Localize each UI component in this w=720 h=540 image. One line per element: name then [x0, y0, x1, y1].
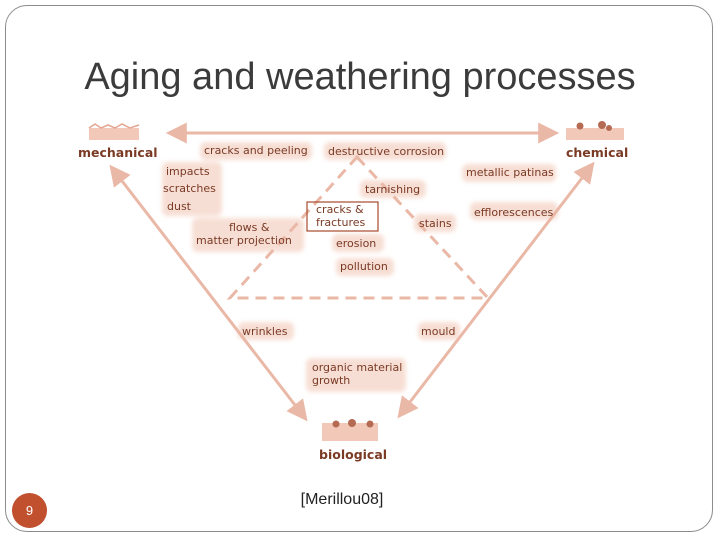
label-mould: mould [421, 325, 455, 338]
label-cracks-fractures-line1: cracks & [316, 203, 364, 216]
label-cracks-and-peeling: cracks and peeling [204, 144, 308, 157]
biological-surface-icon [322, 419, 378, 441]
label-destructive-corrosion: destructive corrosion [328, 145, 444, 158]
label-organic-line2: growth [312, 374, 350, 387]
label-stains: stains [419, 217, 452, 230]
label-scratches: scratches [163, 182, 216, 195]
label-organic-line1: organic material [312, 361, 402, 374]
label-erosion: erosion [336, 237, 376, 250]
chemical-surface-icon [566, 121, 624, 140]
label-efflorescences: efflorescences [474, 206, 554, 219]
label-wrinkles: wrinkles [242, 325, 288, 338]
vertex-chemical: chemical [566, 145, 628, 160]
label-pollution: pollution [340, 260, 388, 273]
label-flows-line2: matter projection [196, 234, 292, 247]
label-impacts: impacts [166, 165, 210, 178]
label-cracks-fractures-line2: fractures [316, 216, 366, 229]
mechanical-surface-icon [89, 124, 139, 140]
label-tarnishing: tarnishing [365, 183, 420, 196]
vertex-mechanical: mechanical [78, 145, 158, 160]
label-metallic-patinas: metallic patinas [466, 166, 554, 179]
citation: [Merillou08] [0, 491, 684, 509]
label-flows-line1: flows & [229, 221, 270, 234]
vertex-biological: biological [319, 447, 387, 462]
label-dust: dust [167, 200, 192, 213]
